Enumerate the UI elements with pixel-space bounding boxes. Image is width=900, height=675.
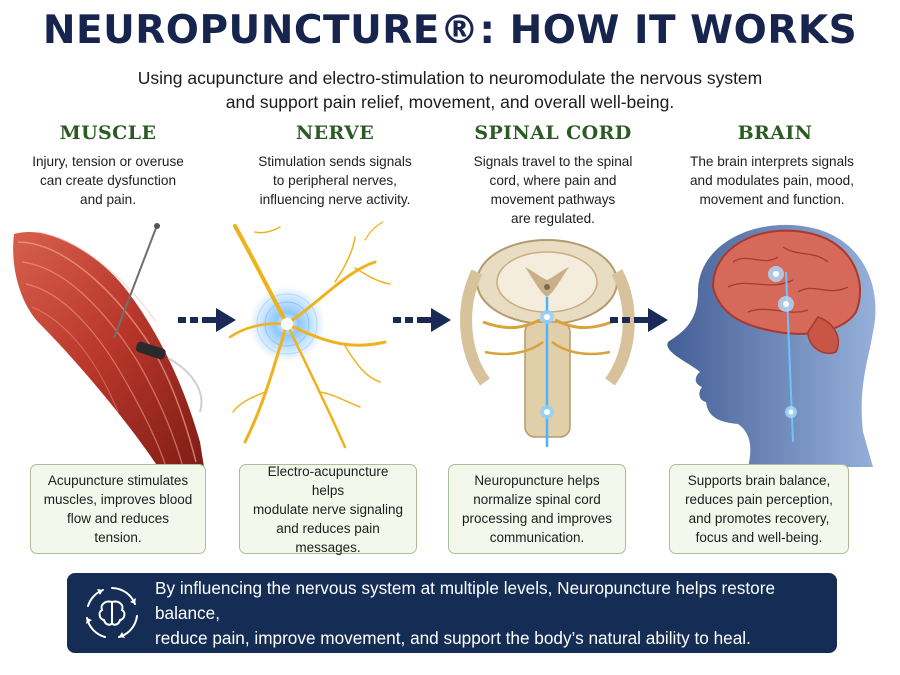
page-subtitle: Using acupuncture and electro-stimulatio… [40,66,860,114]
summary-text: By influencing the nervous system at mul… [155,576,825,651]
stage-desc-brain: The brain interprets signals and modulat… [672,152,872,209]
summary-line-1: By influencing the nervous system at mul… [155,577,776,623]
desc-line: The brain interprets signals [690,154,854,169]
branching-nerve-icon [228,221,391,449]
subtitle-line-2: and support pain relief, movement, and o… [225,92,675,112]
desc-line: can create dysfunction [39,173,177,188]
desc-line: are regulated. [511,211,595,226]
stage-heading-muscle: MUSCLE [59,122,157,144]
stage-desc-nerve: Stimulation sends signals to peripheral … [235,152,435,209]
page-title: NEUROPUNCTURE®: HOW IT WORKS [42,8,858,53]
desc-line: and pain. [80,192,136,207]
desc-line: cord, where pain and [489,173,617,188]
benefit-line: Acupuncture stimulates [47,473,189,488]
desc-line: movement pathways [490,192,616,207]
benefit-box-spinal-cord: Neuropuncture helps normalize spinal cor… [448,464,626,554]
benefit-line: communication. [489,530,585,545]
desc-line: Injury, tension or overuse [32,154,184,169]
brain-head-profile-icon [667,224,876,467]
muscle-with-needle-icon [13,223,204,467]
subtitle-line-1: Using acupuncture and electro-stimulatio… [137,68,763,88]
benefit-line: and promotes recovery, [688,511,830,526]
desc-line: influencing nerve activity. [259,192,411,207]
benefit-line: focus and well-being. [695,530,823,545]
desc-line: and modulates pain, mood, [690,173,854,188]
stage-desc-muscle: Injury, tension or overuse can create dy… [8,152,208,209]
benefit-line: Electro-acupuncture helps [267,463,389,498]
desc-line: movement and function. [699,192,845,207]
benefit-line: normalize spinal cord [473,492,601,507]
stage-heading-nerve: NERVE [295,122,375,144]
benefit-line: modulate nerve signaling [252,501,404,517]
summary-line-2: reduce pain, improve movement, and suppo… [155,627,751,648]
benefit-line: reduces pain perception, [685,492,833,507]
benefit-line: muscles, improves blood [43,492,193,507]
desc-line: Signals travel to the spinal [473,154,633,169]
arrow-right-icon [610,308,668,332]
desc-line: Stimulation sends signals [258,154,412,169]
spinal-cord-cross-section-icon [460,239,635,447]
benefit-line: Neuropuncture helps [474,473,600,488]
benefit-box-nerve: Electro-acupuncture helps modulate nerve… [239,463,417,555]
summary-banner: By influencing the nervous system at mul… [67,573,837,653]
benefit-box-brain: Supports brain balance, reduces pain per… [669,464,849,554]
benefit-line: flow and reduces tension. [66,511,170,545]
stage-desc-spinal-cord: Signals travel to the spinal cord, where… [453,152,653,228]
brain-cycle-icon [86,587,138,638]
arrow-right-icon [393,308,451,332]
benefit-line: and reduces pain messages. [276,520,380,555]
arrow-right-icon [178,308,236,332]
stage-heading-brain: BRAIN [737,122,813,144]
benefit-box-muscle: Acupuncture stimulates muscles, improves… [30,464,206,554]
benefit-line: Supports brain balance, [687,473,831,488]
stage-heading-spinal-cord: SPINAL CORD [474,122,632,144]
benefit-line: processing and improves [461,511,613,526]
desc-line: to peripheral nerves, [273,173,397,188]
